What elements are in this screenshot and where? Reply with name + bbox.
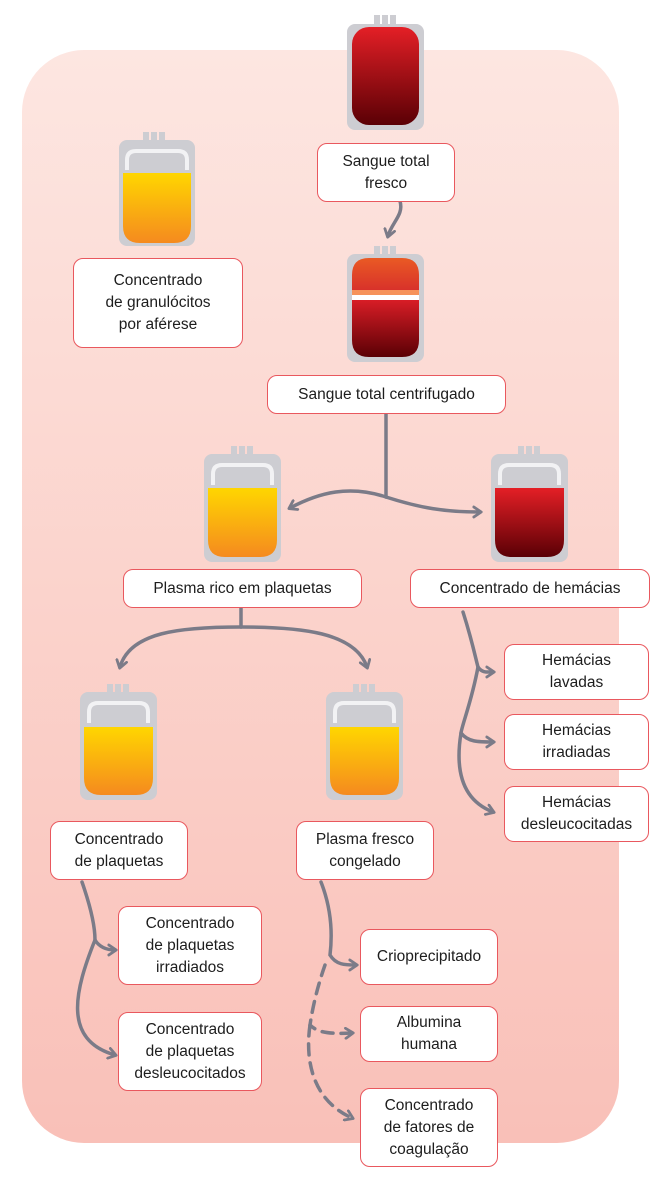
arrow-rbc-to-irradiated	[459, 665, 493, 742]
node-irradiated-red-cells: Hemácias irradiadas	[504, 714, 649, 770]
node-whole-blood: Sangue total fresco	[317, 143, 455, 202]
arrow-ffp-to-factor-concentrate	[306, 1023, 352, 1118]
arrow-ffp-to-albumin	[308, 963, 352, 1033]
node-label: Concentrado de granulócitos por aférese	[105, 272, 211, 333]
node-coagulation-factor-concentrate: Concentrado de fatores de coagulação	[360, 1088, 498, 1167]
node-label: Concentrado de plaquetas	[74, 830, 164, 870]
node-leukoreduced-platelets: Concentrado de plaquetas desleucocitados	[118, 1012, 262, 1091]
node-platelet-rich-plasma: Plasma rico em plaquetas	[123, 569, 362, 608]
arrow-platelets-to-leukoreduced	[75, 938, 115, 1055]
node-label: Concentrado de hemácias	[439, 579, 621, 597]
arrow-prp-to-platelets	[120, 625, 243, 667]
arrow-rbc-to-washed	[461, 610, 493, 672]
arrow-ffp-to-cryo	[319, 880, 356, 965]
arrow-rbc-to-leukoreduced	[457, 731, 493, 812]
node-label: Plasma fresco congelado	[315, 830, 415, 870]
blood-bag-red-cells	[491, 446, 568, 562]
blood-bag-whole-blood	[347, 15, 424, 130]
blood-bag-platelet-rich-plasma	[204, 446, 281, 562]
arrow-platelets-to-irradiated	[80, 880, 115, 950]
node-label: Concentrado de plaquetas irradiados	[145, 914, 235, 976]
node-label: Albumina humana	[396, 1014, 462, 1053]
node-leukoreduced-red-cells: Hemácias desleucocitadas	[504, 786, 649, 842]
node-label: Concentrado de plaquetas desleucocitados	[134, 1020, 246, 1082]
node-label: Sangue total fresco	[342, 152, 430, 192]
node-fresh-frozen-plasma: Plasma fresco congelado	[296, 821, 434, 880]
arrow-centrifuged-to-rbc	[384, 495, 480, 512]
node-washed-red-cells: Hemácias lavadas	[504, 644, 649, 700]
node-label: Hemácias irradiadas	[542, 722, 611, 761]
node-label: Plasma rico em plaquetas	[153, 579, 332, 597]
blood-bag-centrifuged	[347, 246, 424, 362]
blood-bag-fresh-frozen-plasma	[326, 684, 403, 800]
arrow-whole-blood-to-centrifuged	[388, 199, 403, 236]
node-platelet-concentrate: Concentrado de plaquetas	[50, 821, 188, 880]
node-centrifuged: Sangue total centrifugado	[267, 375, 506, 414]
node-cryoprecipitate: Crioprecipitado	[360, 929, 498, 985]
node-label: Crioprecipitado	[376, 948, 482, 965]
node-albumin: Albumina humana	[360, 1006, 498, 1062]
blood-bag-granulocytes	[119, 132, 195, 246]
node-label: Concentrado de fatores de coagulação	[383, 1096, 475, 1158]
node-label: Hemácias lavadas	[542, 652, 611, 691]
node-label: Hemácias desleucocitadas	[520, 794, 633, 833]
node-irradiated-platelets: Concentrado de plaquetas irradiados	[118, 906, 262, 985]
arrow-centrifuged-to-prp	[290, 489, 388, 508]
node-red-cell-concentrate: Concentrado de hemácias	[410, 569, 650, 608]
node-granulocytes: Concentrado de granulócitos por aférese	[73, 258, 243, 348]
node-label: Sangue total centrifugado	[298, 385, 475, 403]
arrow-prp-to-ffp	[239, 625, 367, 667]
blood-bag-platelets	[80, 684, 157, 800]
